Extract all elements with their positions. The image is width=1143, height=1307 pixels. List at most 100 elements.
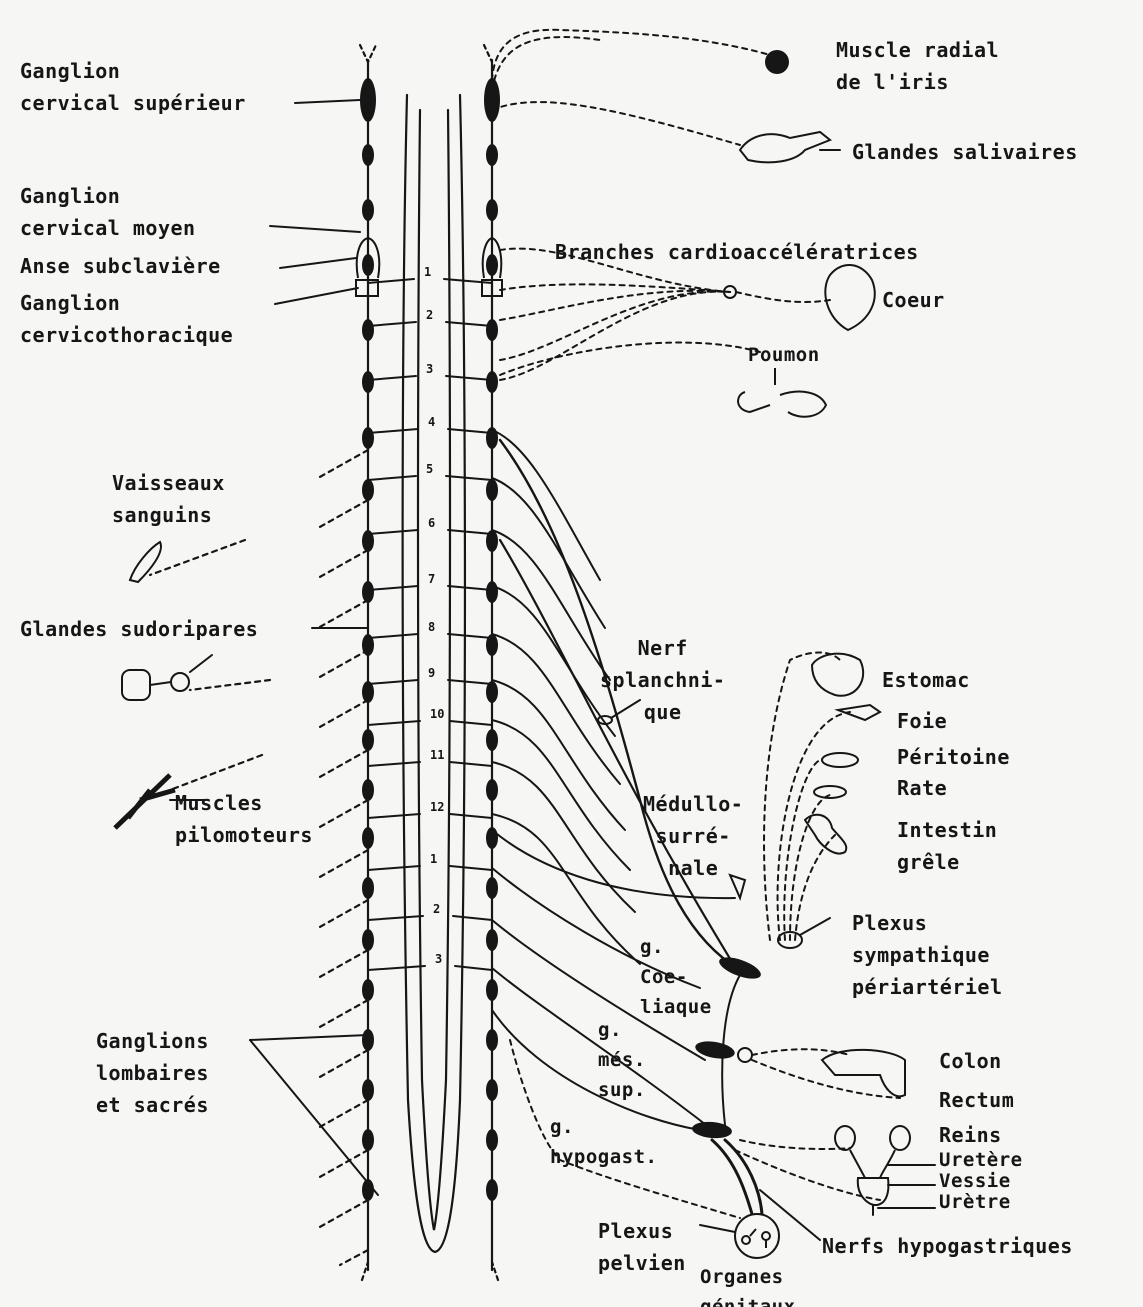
label-plexus-pelvien: Plexus pelvien [598, 1215, 686, 1279]
left-chain-ganglion [362, 779, 374, 801]
segment-ramus-left [368, 721, 420, 725]
segment-ramus-left [368, 814, 420, 818]
superior-cervical-ganglion-right [484, 78, 500, 122]
label-intestin-grele: Intestin grêle [897, 814, 997, 878]
left-chain-ganglion [362, 1079, 374, 1101]
right-chain-ganglion [486, 729, 498, 751]
left-chain-ganglion [362, 929, 374, 951]
leader-plexus-pelvien [700, 1225, 735, 1232]
pathway-peritoneum [784, 760, 820, 940]
segment-ramus-left [368, 429, 418, 433]
segment-ramus-left [368, 376, 416, 380]
label-anse-subclaviere: Anse subclavière [20, 250, 221, 282]
mesenteric-plexus-icon [738, 1048, 752, 1062]
splanchnic-fiber [492, 478, 605, 628]
label-poumon: Poumon [748, 340, 820, 370]
sweat-gland-connector [150, 682, 171, 685]
label-medullo-surrenale: Médullo- surré- nale [643, 788, 743, 884]
left-chain-ganglion [362, 199, 374, 221]
liver-icon [838, 705, 880, 720]
segment-ramus-right [450, 866, 492, 870]
label-colon: Colon [939, 1045, 1002, 1077]
left-chain-ganglion [362, 1129, 374, 1151]
colon-icon [822, 1050, 905, 1096]
salivary-gland-icon [740, 132, 830, 162]
label-rectum: Rectum [939, 1084, 1014, 1116]
right-chain-ganglion [486, 929, 498, 951]
small-intestine-icon [805, 815, 846, 854]
blood-vessel-icon [130, 542, 161, 582]
left-chain-ganglion [362, 371, 374, 393]
pathway-salivary [492, 102, 740, 145]
label-foie: Foie [897, 705, 947, 737]
label-coeur: Coeur [882, 284, 945, 316]
left-chain-ganglion [362, 979, 374, 1001]
label-reins: Reins [939, 1119, 1002, 1151]
segment-number: 7 [428, 572, 435, 586]
label-organes-genitaux: Organes génitaux [700, 1262, 796, 1307]
segment-ramus-left [368, 476, 416, 480]
label-branches-cardio: Branches cardioaccélératrices [555, 236, 919, 268]
cardiac-branch [500, 291, 730, 360]
segment-ramus-right [448, 586, 492, 590]
label-muscle-radial: Muscle radial de l'iris [836, 34, 999, 98]
pathway-liver [778, 712, 850, 940]
left-chain-ganglion [362, 827, 374, 849]
leader-cervical-superieur [295, 100, 360, 103]
lung-icon [738, 368, 826, 417]
segment-ramus-right [446, 322, 492, 326]
label-plexus-sympathique: Plexus sympathique périartériel [852, 907, 1003, 1003]
segment-ramus-right [448, 429, 492, 433]
segment-number: 2 [433, 902, 440, 916]
segment-number: 9 [428, 666, 435, 680]
segment-number: 5 [426, 462, 433, 476]
segment-ramus-right [450, 721, 492, 725]
segment-number: 1 [424, 265, 431, 279]
right-chain-ganglion [486, 1029, 498, 1051]
peritoneum-icon [822, 753, 858, 767]
label-nerfs-hypogastriques: Nerfs hypogastriques [822, 1230, 1073, 1262]
segment-ramus-left [368, 680, 418, 684]
label-rate: Rate [897, 772, 947, 804]
label-g-mes-sup: g. més. sup. [598, 1015, 646, 1105]
right-chain-ganglion [486, 479, 498, 501]
right-chain-ganglion [486, 1129, 498, 1151]
sweat-gland-hair [190, 655, 212, 672]
segment-ramus-left [368, 586, 418, 590]
genital-organs-icon [735, 1214, 779, 1258]
leader-lombaires-2 [250, 1040, 378, 1195]
leader-cervicothoracique [275, 288, 358, 304]
right-chain-ganglion [486, 144, 498, 166]
left-chain-ganglion [362, 877, 374, 899]
right-kidney-icon [890, 1126, 910, 1150]
pilomotor-muscle-icon [115, 775, 175, 828]
pathway-iris [492, 30, 770, 80]
label-uretre: Urètre [939, 1192, 1011, 1212]
leader-cervical-moyen [270, 226, 360, 232]
sex-symbols-icon [742, 1229, 770, 1248]
bladder-icon [858, 1178, 889, 1205]
right-chain-ganglion [486, 319, 498, 341]
segment-ramus-right [453, 916, 492, 920]
segment-number: 3 [435, 952, 442, 966]
label-g-coeliaque: g. Coe- liaque [640, 932, 712, 1022]
segment-ramus-left [368, 634, 418, 638]
segment-ramus-left [368, 866, 420, 870]
leader-anse [280, 258, 356, 268]
label-peritoine: Péritoine [897, 741, 1010, 773]
sweat-gland-duct-icon [171, 673, 189, 691]
label-vaisseaux-sanguins: Vaisseaux sanguins [112, 467, 225, 531]
label-muscles-pilomoteurs: Muscles pilomoteurs [175, 787, 313, 851]
segment-number: 2 [426, 308, 433, 322]
splanchnic-fiber [492, 530, 610, 680]
right-chain-ganglion [486, 877, 498, 899]
sweat-gland-icon [122, 670, 150, 700]
label-estomac: Estomac [882, 664, 970, 696]
label-ganglion-cervical-moyen: Ganglion cervical moyen [20, 180, 196, 244]
splanchnic-fiber [492, 814, 640, 964]
label-g-hypogast: g. hypogast. [550, 1112, 657, 1172]
left-chain-ganglion [362, 144, 374, 166]
hypogastric-nerve-2 [725, 1140, 762, 1214]
segment-ramus-left [368, 530, 418, 534]
